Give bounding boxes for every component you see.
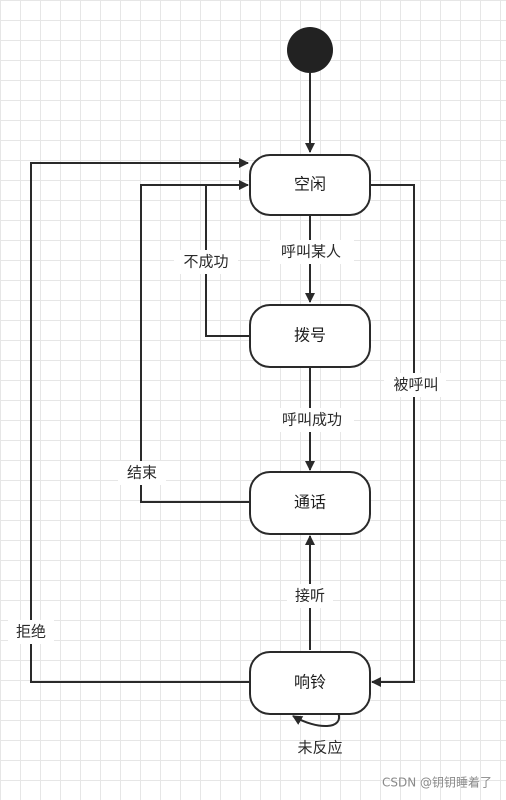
state-ringing-label: 响铃 [294, 673, 326, 692]
edge-label-call-someone: 呼叫某人 [281, 243, 341, 261]
edge-label-end: 结束 [127, 464, 157, 482]
state-dialing: 拨号 [249, 304, 371, 368]
call-success-label-bg [270, 408, 354, 432]
answer-label-bg [287, 584, 333, 608]
edge-label-call-success: 呼叫成功 [282, 411, 342, 429]
state-dialing-label: 拨号 [294, 326, 326, 345]
edge-ringing-to-idle [30, 158, 250, 683]
initial-state [287, 27, 333, 73]
watermark: CSDN @钥钥睡着了 [382, 775, 492, 790]
edge-talking-to-idle [140, 184, 250, 503]
state-ringing: 响铃 [249, 651, 371, 715]
called-label-bg [384, 373, 446, 397]
call-someone-label-bg [270, 240, 354, 264]
unsuccessful-label-bg [174, 250, 238, 274]
state-idle-label: 空闲 [294, 175, 326, 194]
edge-label-answer: 接听 [295, 587, 325, 605]
end-label-bg [118, 461, 166, 485]
edge-label-reject: 拒绝 [16, 623, 46, 641]
reject-label-bg [8, 620, 54, 644]
edge-label-unsuccessful: 不成功 [183, 253, 228, 271]
state-talking: 通话 [249, 471, 371, 535]
edge-label-called: 被呼叫 [393, 376, 438, 394]
edge-ringing-self-loop [292, 711, 341, 728]
edge-idle-to-ringing [370, 184, 415, 687]
state-idle: 空闲 [249, 154, 371, 216]
edge-label-no-response: 未反应 [297, 739, 342, 757]
state-talking-label: 通话 [294, 493, 326, 512]
